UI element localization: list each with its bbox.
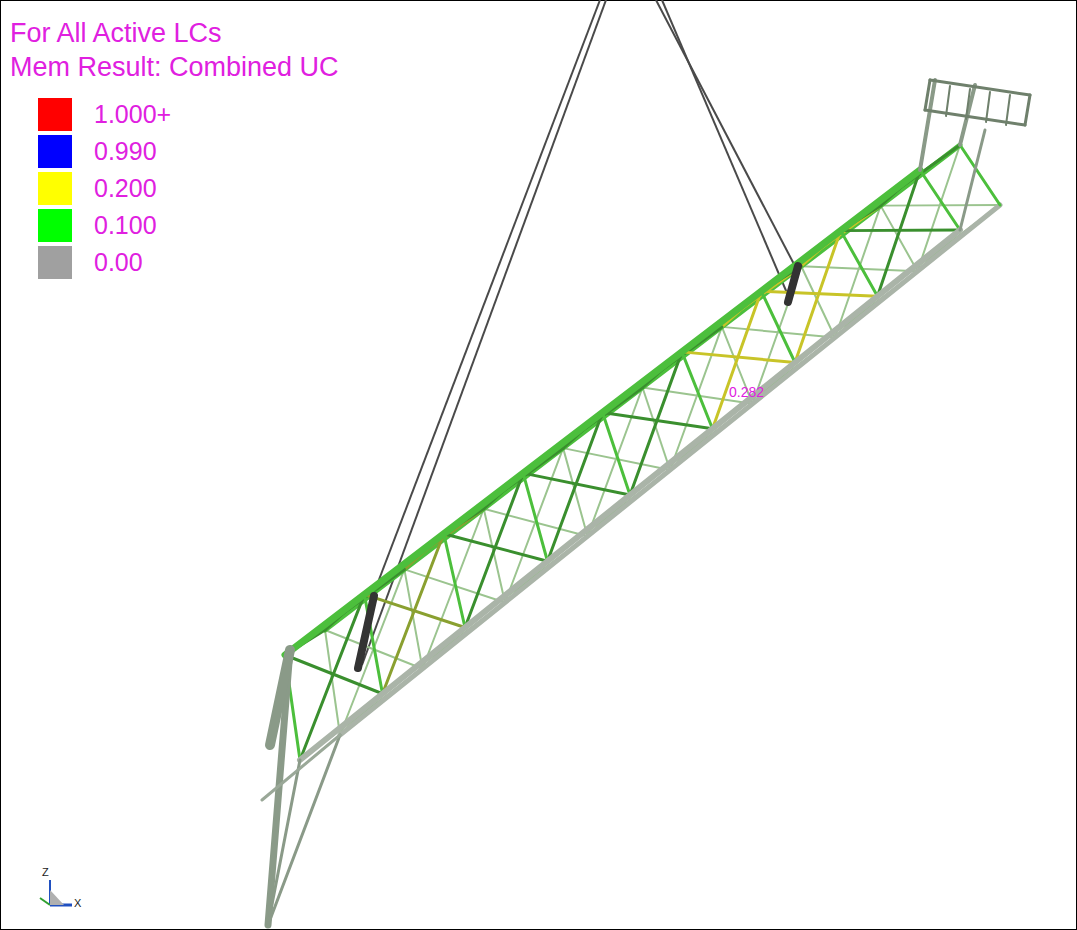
padeye — [788, 266, 798, 302]
lifting-slings — [362, 0, 796, 665]
bottom-chord — [300, 230, 960, 760]
uc-value-label: 0.282 — [729, 384, 764, 400]
legend-text: 0.990 — [94, 137, 157, 166]
end-leg — [270, 650, 290, 745]
sling — [662, 0, 790, 300]
legend-row: 1.000+ — [38, 97, 171, 131]
legend-row: 0.100 — [38, 208, 157, 242]
legend-row: 0.00 — [38, 245, 143, 279]
title-text: For All Active LCs — [10, 16, 222, 50]
truss-member — [325, 630, 340, 735]
legend-swatch — [38, 98, 72, 131]
legend-swatch — [38, 135, 72, 168]
end-frame — [262, 735, 340, 800]
platform — [925, 80, 930, 110]
legend-text: 0.200 — [94, 174, 157, 203]
legend-row: 0.200 — [38, 171, 157, 205]
top-chord — [285, 170, 920, 655]
padeye — [358, 596, 374, 668]
platform — [946, 86, 950, 116]
platform — [925, 110, 1025, 125]
truss-member — [523, 473, 547, 561]
truss-member — [484, 509, 505, 603]
truss-members — [262, 80, 1030, 925]
truss-member — [881, 206, 918, 272]
platform — [930, 80, 1030, 95]
axis-triad — [40, 880, 72, 905]
platform — [1006, 95, 1010, 125]
top-chord — [325, 145, 960, 630]
legend-row: 0.990 — [38, 134, 157, 168]
axis-label: Z — [42, 866, 49, 878]
truss-member — [920, 170, 960, 230]
truss-member — [603, 413, 631, 496]
sling — [656, 0, 796, 268]
legend-text: 0.100 — [94, 211, 157, 240]
end-tower — [960, 130, 985, 230]
platform — [1025, 95, 1030, 125]
legend-text: 1.000+ — [94, 100, 171, 129]
bottom-chord — [340, 205, 1000, 735]
end-frame — [268, 760, 300, 925]
truss-member — [404, 569, 422, 668]
legend-text: 0.00 — [94, 248, 143, 277]
end-tower — [920, 80, 935, 170]
legend-swatch — [38, 246, 72, 279]
truss-member — [444, 534, 465, 628]
truss-member — [841, 231, 878, 297]
legend-swatch — [38, 209, 72, 242]
platform — [966, 89, 970, 119]
axis-label: X — [74, 897, 81, 909]
result-heading: Mem Result: Combined UC — [10, 50, 339, 84]
platform — [986, 92, 990, 122]
legend-swatch — [38, 172, 72, 205]
truss-member — [682, 352, 713, 429]
